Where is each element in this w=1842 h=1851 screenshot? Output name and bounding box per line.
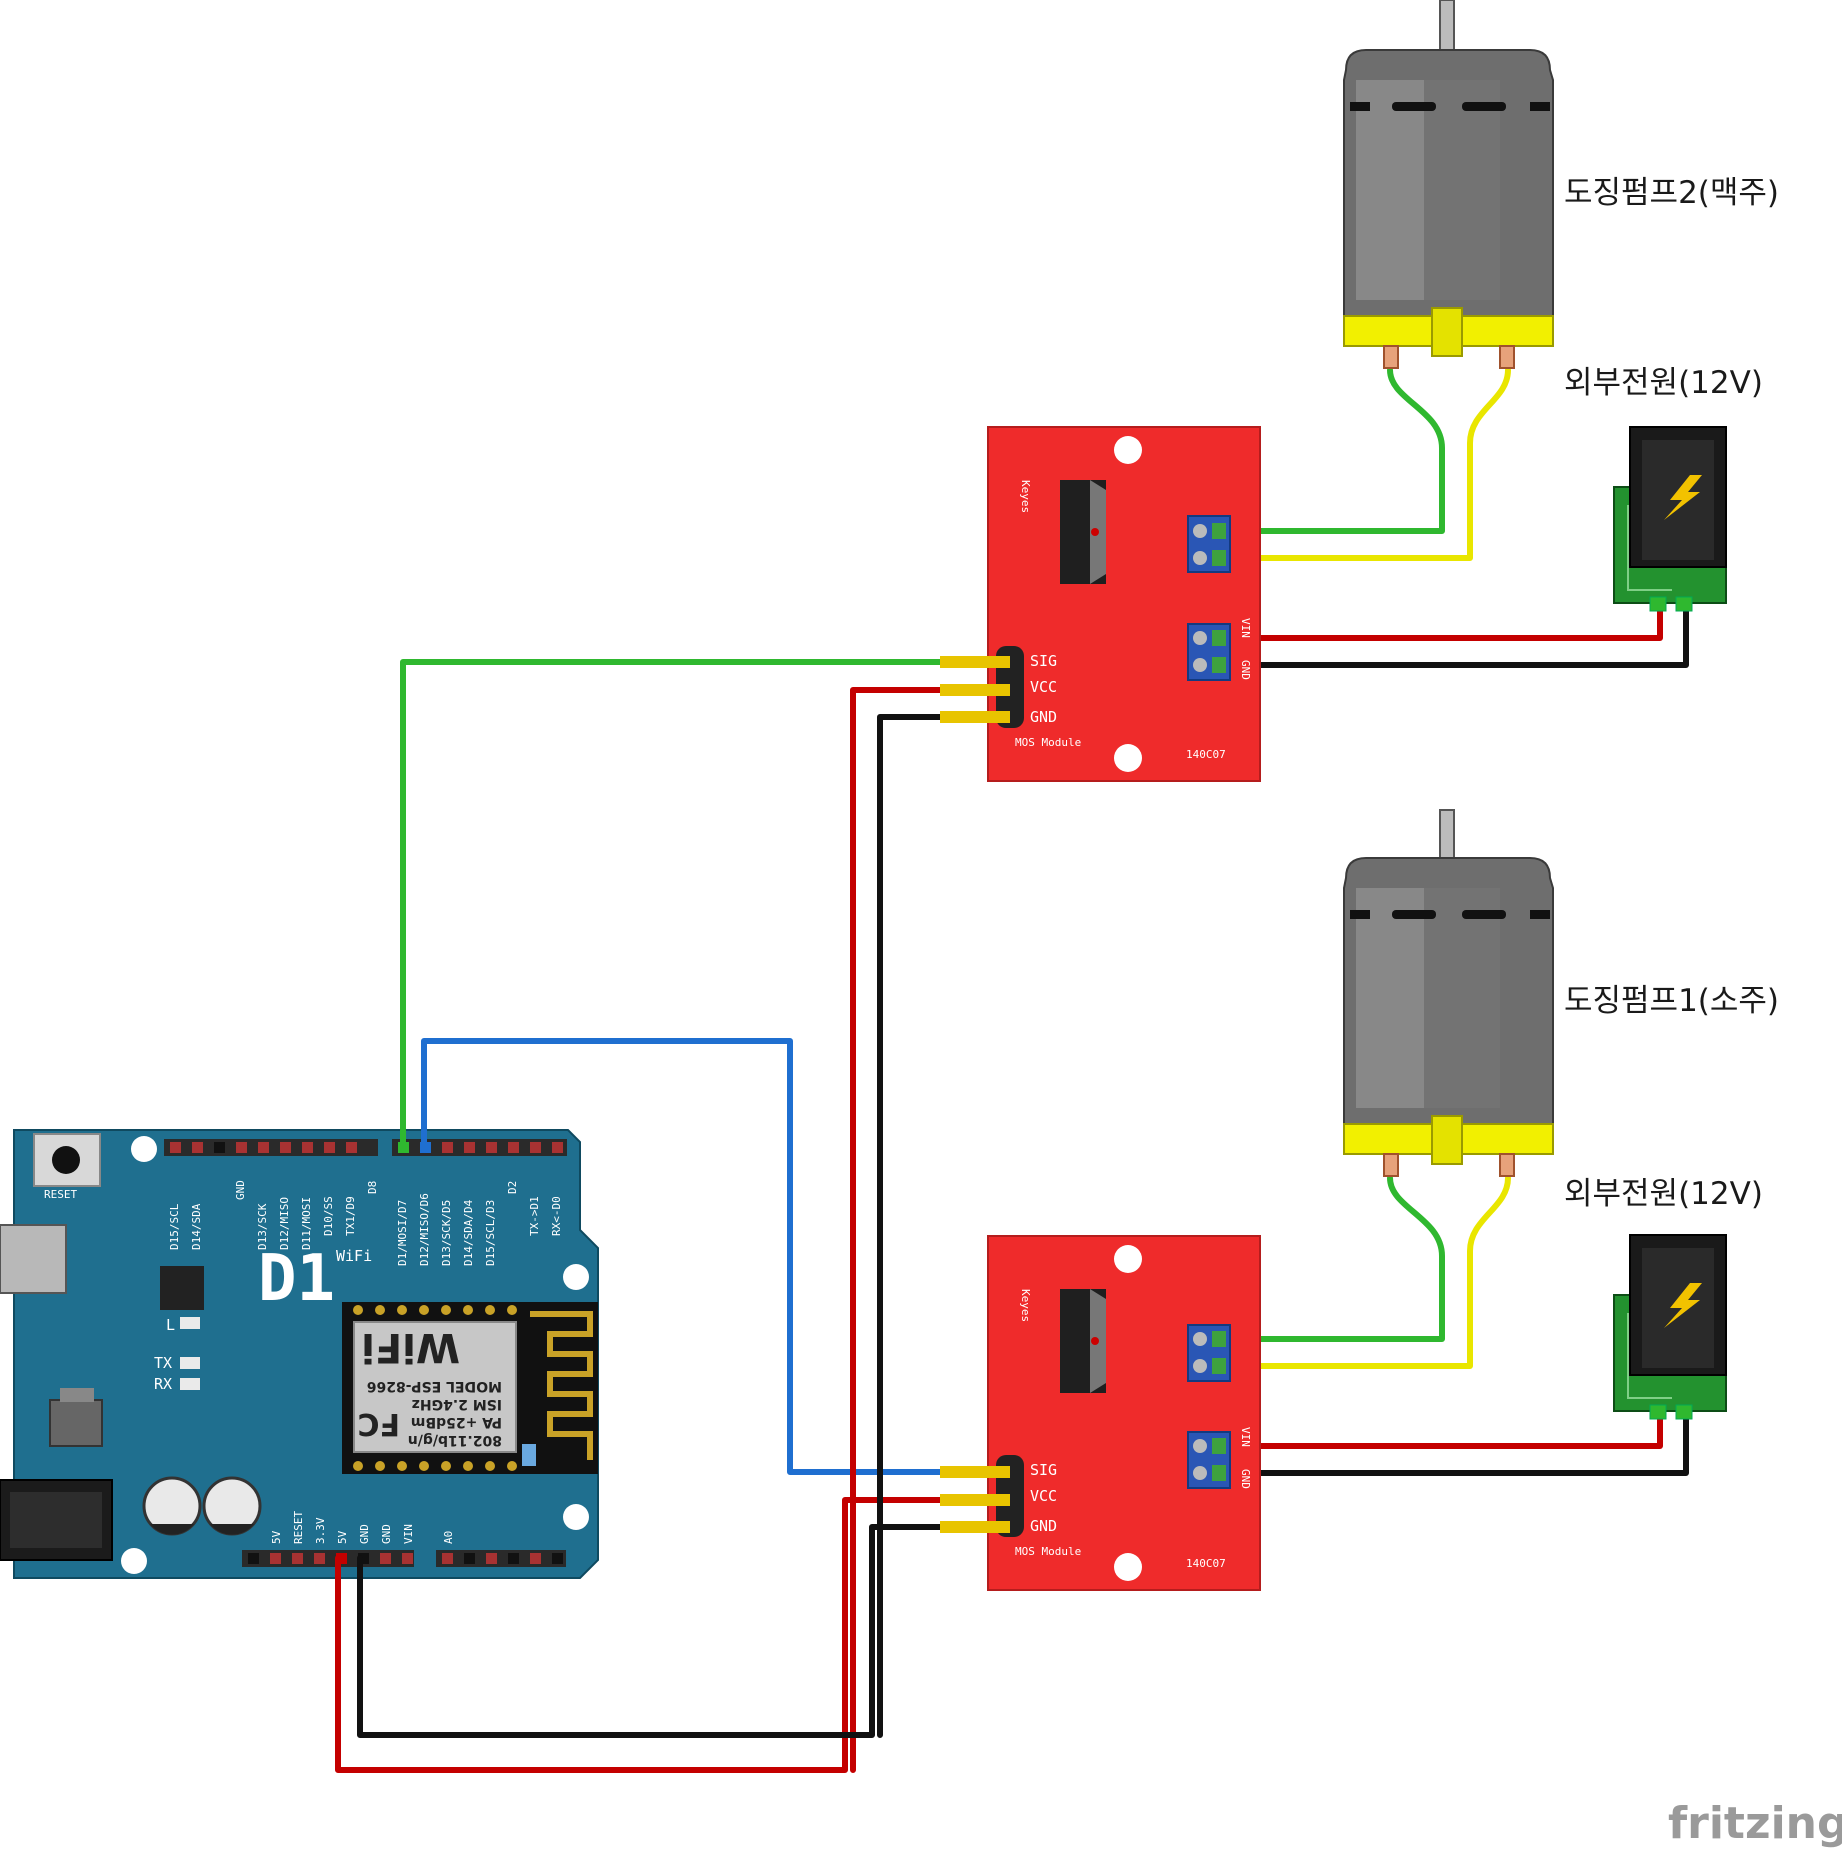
wire-gnd-bus <box>357 1524 943 1738</box>
pin-label: D1/MOSI/D7 <box>396 1200 409 1266</box>
led-rx-label: RX <box>154 1375 172 1393</box>
pin-label: D8 <box>366 1181 379 1194</box>
gnd-terminal-label: GND <box>1239 1469 1252 1489</box>
pin-label: D13/SCK <box>256 1203 269 1250</box>
power-bottom-label: 외부전원(12V) <box>1564 1176 1763 1212</box>
pin-label: GND <box>358 1524 371 1544</box>
bottom-pin-labels: 5V RESET 3.3V 5V GND GND VIN A0 <box>270 1511 455 1544</box>
reset-label: RESET <box>44 1188 77 1201</box>
vcc-label: VCC <box>1030 678 1057 696</box>
wire-sig-top <box>400 659 943 1153</box>
dosing-pump-2: 도징펌프2(맥주) <box>1343 0 1779 369</box>
wire-motor1-yellow <box>1219 1175 1511 1369</box>
fritzing-watermark: fritzing <box>1668 1798 1842 1849</box>
wire-ends <box>335 1127 427 1583</box>
pin-label: 5V <box>270 1530 283 1544</box>
wire-motor1-green <box>1219 1175 1445 1342</box>
esp-std: 802.11b/g/n <box>408 1432 502 1448</box>
wire-motor2-yellow <box>1219 367 1511 561</box>
module-code: 140C07 <box>1186 748 1226 761</box>
dosing-pump-1: 도징펌프1(소주) <box>1343 809 1779 1177</box>
gnd-label: GND <box>1030 1517 1057 1535</box>
pin-label: VIN <box>402 1524 415 1544</box>
pin-label: 3.3V <box>314 1517 327 1544</box>
wire-power1-black <box>1219 1410 1689 1476</box>
wire-power2-red <box>1219 602 1663 641</box>
esp-castellations <box>353 1305 517 1471</box>
bottom-header-pins <box>248 1553 563 1564</box>
vin-label: VIN <box>1239 618 1252 638</box>
esp-fcc: FC <box>357 1406 400 1441</box>
pin-label: D12/MISO <box>278 1197 291 1250</box>
pin-label: D14/SDA/D4 <box>462 1199 475 1266</box>
wire-power2-black <box>1219 602 1689 668</box>
mos-module-bottom: Keyes VIN GND SIG VCC GND MOS Module 140… <box>940 1235 1261 1591</box>
esp-pa: PA +25dBm <box>411 1414 502 1430</box>
pin-label: D10/SS <box>322 1196 335 1236</box>
power-top-label: 외부전원(12V) <box>1564 365 1763 401</box>
pin-label: 5V <box>336 1530 349 1544</box>
pin-label: D15/SCL/D3 <box>484 1200 497 1266</box>
pin-label: RESET <box>292 1511 305 1544</box>
power-jack-bottom: 외부전원(12V) <box>1564 1176 1763 1420</box>
led-l-label: L <box>166 1316 175 1334</box>
top-pin-labels: D15/SCL D14/SDA GND D13/SCK D12/MISO D11… <box>168 1180 563 1266</box>
pin-label: D13/SCK/D5 <box>440 1200 453 1266</box>
pump2-label: 도징펌프2(맥주) <box>1564 175 1779 211</box>
pin-label: D12/MISO/D6 <box>418 1193 431 1266</box>
pin-label: TX1/D9 <box>344 1196 357 1236</box>
wire-power1-red <box>1219 1410 1663 1449</box>
esp-wifi: WiFi <box>361 1324 460 1370</box>
wires <box>335 367 1689 1773</box>
pin-label: D15/SCL <box>168 1203 181 1250</box>
module-name: MOS Module <box>1015 736 1081 749</box>
module-code: 140C07 <box>1186 1557 1226 1570</box>
wire-5v-bus <box>335 1497 943 1773</box>
wemos-d1-board: RESET D15/SCL D14/SDA GND D13/SCK D12/MI… <box>0 1129 599 1579</box>
wifi-logo-text: WiFi <box>336 1247 372 1265</box>
vcc-label: VCC <box>1030 1487 1057 1505</box>
pin-label: A0 <box>442 1531 455 1544</box>
esp-ism: ISM 2.4GHz <box>412 1396 502 1412</box>
keyes-label: Keyes <box>1019 1289 1032 1322</box>
wire-5v-top <box>850 687 943 1773</box>
pump1-label: 도징펌프1(소주) <box>1564 983 1779 1019</box>
module-name: MOS Module <box>1015 1545 1081 1558</box>
pin-label: D14/SDA <box>190 1203 203 1250</box>
pin-label: GND <box>234 1180 247 1200</box>
mos-module-top: Keyes VIN GND SIG VCC GND MOS Module 140… <box>940 426 1261 782</box>
wire-sig-bottom <box>421 1038 943 1475</box>
power-jack-top: 외부전원(12V) <box>1564 365 1763 612</box>
wire-gnd-top <box>877 714 943 1738</box>
gnd-label: GND <box>1030 708 1057 726</box>
pin-label: GND <box>380 1524 393 1544</box>
pin-label: RX<-D0 <box>550 1196 563 1236</box>
gnd-terminal-label: GND <box>1239 660 1252 680</box>
vin-label: VIN <box>1239 1427 1252 1447</box>
pin-label: TX->D1 <box>528 1196 541 1236</box>
esp-model: MODEL ESP-8266 <box>367 1378 502 1394</box>
led-tx-label: TX <box>154 1354 172 1372</box>
sig-label: SIG <box>1030 1461 1057 1479</box>
pin-label: D11/MOSI <box>300 1197 313 1250</box>
d1-logo: D1 <box>258 1242 335 1316</box>
sig-label: SIG <box>1030 652 1057 670</box>
pin-label: D2 <box>506 1181 519 1194</box>
wire-motor2-green <box>1219 367 1445 534</box>
keyes-label: Keyes <box>1019 480 1032 513</box>
